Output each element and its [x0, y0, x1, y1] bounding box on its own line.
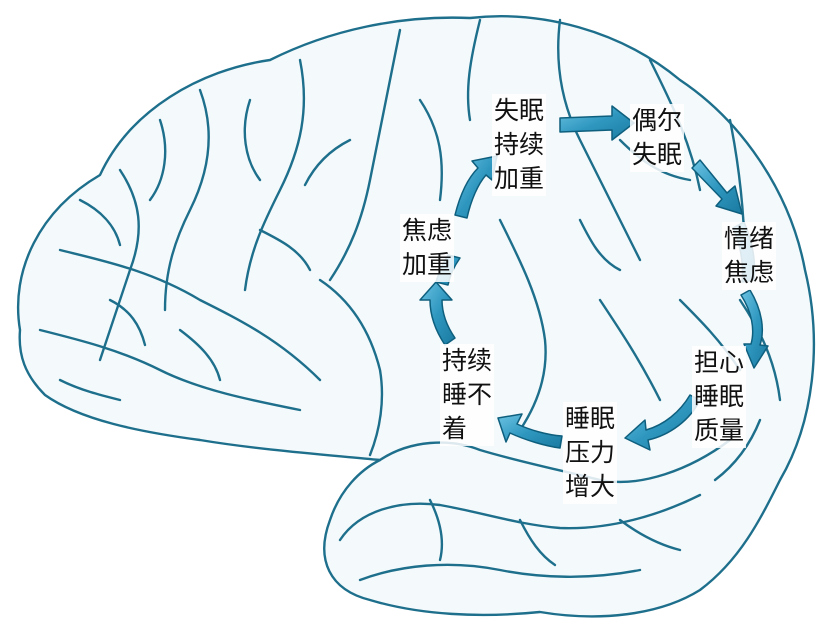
arrow-mood-to-worry — [740, 289, 769, 369]
node-worry-sleep-quality: 担心 睡眠 质量 — [692, 346, 747, 448]
node-line: 质量 — [694, 416, 745, 445]
brain-illustration — [16, 15, 816, 618]
node-line: 失眠 — [632, 140, 683, 169]
node-mood-anxiety: 情绪 焦虑 — [722, 222, 777, 290]
arrow-asleep-to-anxiety — [419, 281, 456, 346]
arrow-pressure-to-asleep — [497, 413, 563, 449]
node-line: 加重 — [402, 250, 453, 279]
node-line: 增大 — [565, 472, 616, 501]
node-line: 失眠 — [494, 96, 545, 125]
node-occasional-insomnia: 偶尔 失眠 — [630, 104, 685, 172]
node-anxiety-worsens: 焦虑 加重 — [400, 214, 455, 282]
node-line: 焦虑 — [402, 216, 453, 245]
node-insomnia-persists: 失眠 持续 加重 — [492, 94, 547, 196]
node-line: 睡眠 — [565, 404, 616, 433]
arrow-worry-to-pressure — [624, 394, 701, 451]
node-line: 加重 — [494, 164, 545, 193]
node-line: 担心 — [694, 348, 745, 377]
node-line: 持续 — [494, 130, 545, 159]
node-line: 情绪 — [724, 224, 775, 253]
node-line: 持续 — [442, 346, 493, 375]
node-line: 着 — [442, 414, 468, 443]
node-sleep-pressure: 睡眠 压力 增大 — [563, 402, 618, 504]
node-cannot-fall-asleep: 持续 睡不 着 — [440, 344, 495, 446]
node-line: 焦虑 — [724, 258, 775, 287]
node-line: 压力 — [565, 438, 616, 467]
node-line: 偶尔 — [632, 106, 683, 135]
node-line: 睡眠 — [694, 382, 745, 411]
node-line: 睡不 — [442, 380, 493, 409]
arrow-persist-to-occasional — [559, 105, 635, 141]
arrow-occasional-to-mood — [691, 159, 743, 215]
